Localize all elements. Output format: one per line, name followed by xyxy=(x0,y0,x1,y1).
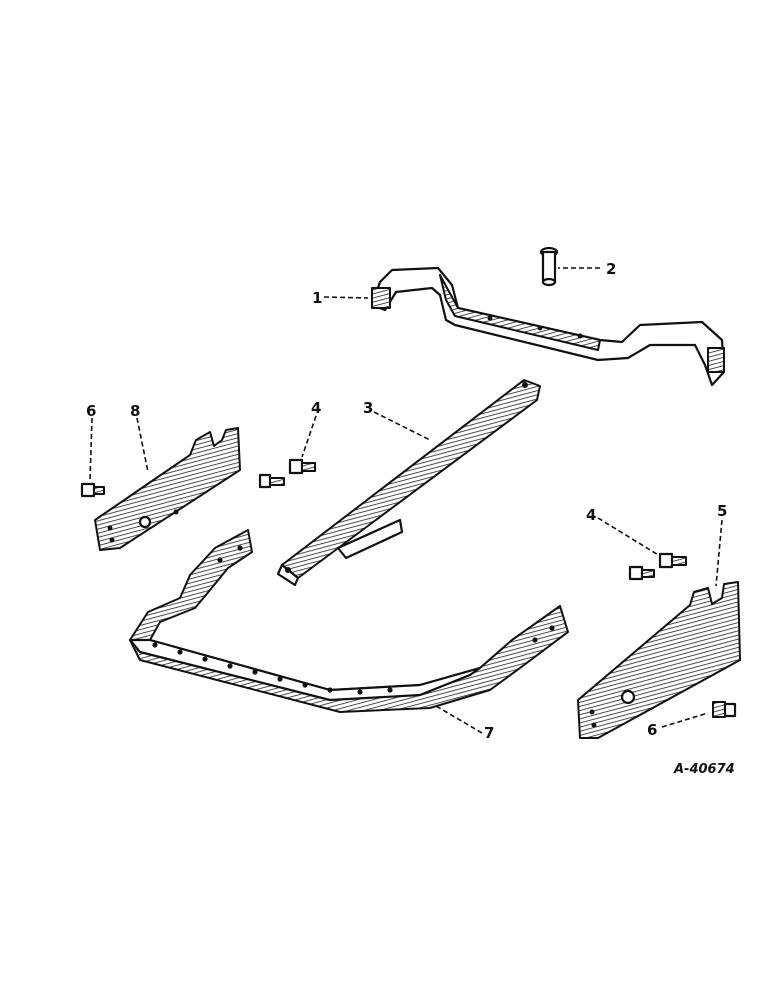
part-2-pin xyxy=(539,246,559,287)
callout-7: 7 xyxy=(484,724,494,742)
bolt-4-right-b xyxy=(628,565,655,581)
callout-1: 1 xyxy=(312,289,322,307)
part-8-left-plate xyxy=(94,427,241,551)
bolt-4-upper-left-b xyxy=(288,458,316,475)
callout-2: 2 xyxy=(606,260,616,278)
bolt-4-upper-left-a xyxy=(258,473,285,489)
bolt-4-right-a xyxy=(658,552,687,569)
bolt-6-right xyxy=(712,701,737,718)
callout-6-left: 6 xyxy=(86,402,96,420)
bolt-6-left xyxy=(80,482,105,498)
callout-6-right: 6 xyxy=(647,721,657,739)
callout-4-right: 4 xyxy=(586,506,596,524)
frame-holes xyxy=(152,545,555,695)
callout-4-left: 4 xyxy=(311,399,321,417)
callout-5: 5 xyxy=(717,502,727,520)
part-3-slotted-bar xyxy=(276,379,541,587)
callout-3: 3 xyxy=(363,399,373,417)
callout-8: 8 xyxy=(130,402,140,420)
reference-number: A-40674 xyxy=(673,762,735,777)
part-1-upper-bracket xyxy=(370,266,726,387)
part-5-right-plate xyxy=(577,581,741,739)
part-7-u-frame xyxy=(128,529,569,713)
leader-lines xyxy=(89,267,723,734)
